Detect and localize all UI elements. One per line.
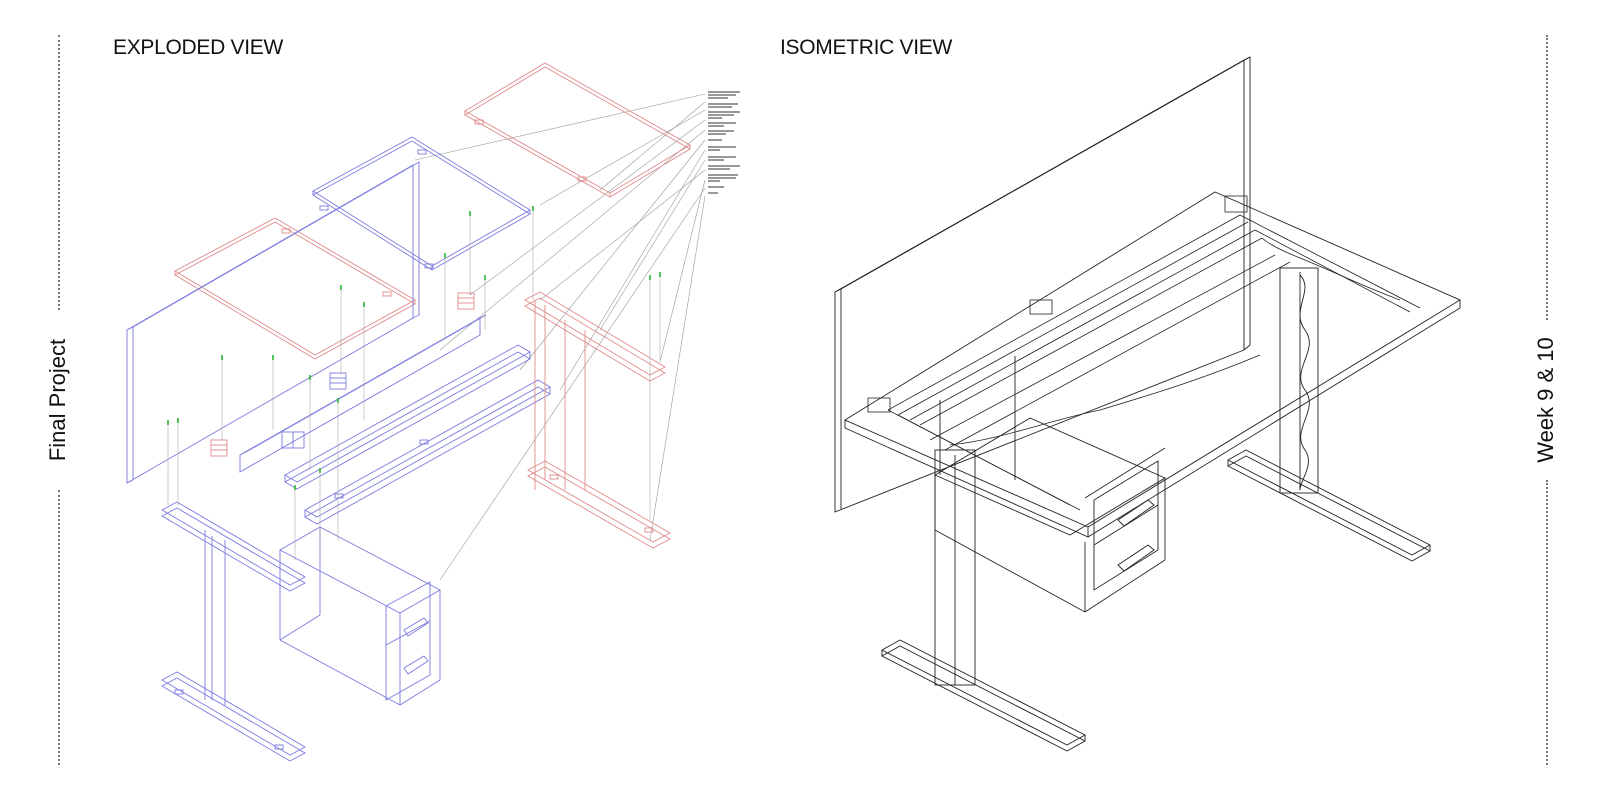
right-dotted-rule-bottom	[1546, 480, 1548, 765]
iso-privacy-screen	[834, 56, 1251, 513]
iso-right-leg	[1227, 267, 1431, 562]
iso-left-leg	[881, 449, 1086, 752]
iso-desk-top	[844, 191, 1461, 538]
privacy-screen-panel	[126, 161, 420, 484]
desk-top-panel-right	[464, 62, 691, 198]
right-dotted-rule-top	[1546, 35, 1548, 320]
hardware-blocks	[210, 292, 475, 457]
isometric-view-heading: ISOMETRIC VIEW	[780, 36, 952, 59]
hardware-block-blue	[329, 372, 347, 390]
left-leg-assembly	[161, 501, 306, 762]
drawer-cabinet	[279, 526, 441, 706]
assembly-guide-lines	[167, 211, 661, 560]
exploded-view-drawing	[126, 62, 740, 762]
iso-frame-rails	[867, 195, 1421, 511]
callout-leader-lines	[414, 93, 706, 581]
exploded-view-heading: EXPLODED VIEW	[113, 36, 283, 59]
fastener-markers	[167, 206, 661, 490]
rail-channel-upper	[284, 344, 531, 490]
rail-channel-lower	[304, 379, 551, 525]
left-dotted-rule-bottom	[58, 490, 60, 765]
desk-top-panel-middle	[312, 136, 531, 271]
right-leg-assembly	[524, 291, 671, 549]
callout-notes	[708, 91, 740, 194]
crossbar-beam	[239, 314, 487, 473]
left-dotted-rule-top	[58, 35, 60, 310]
isometric-view-drawing	[834, 56, 1461, 752]
desk-top-panel-left	[174, 217, 416, 360]
iso-drawer-cabinet	[934, 356, 1166, 613]
